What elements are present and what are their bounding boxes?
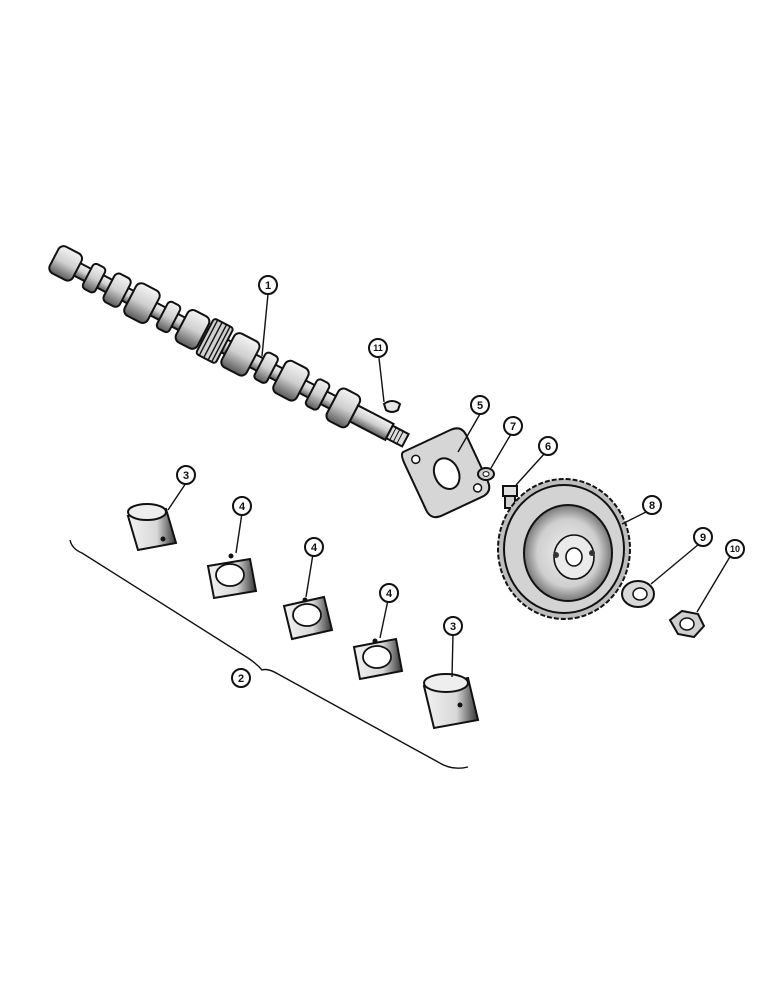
svg-text:2: 2: [238, 673, 244, 685]
lock-washer: [477, 467, 495, 481]
washer: [621, 580, 655, 608]
svg-text:11: 11: [373, 343, 383, 353]
intermediate-bearing-3: [352, 637, 404, 681]
svg-text:10: 10: [730, 544, 740, 554]
rear-bearing: [422, 673, 480, 730]
callout-2: 2: [231, 668, 251, 688]
woodruff-key: [382, 400, 402, 413]
callout-7: 7: [503, 416, 523, 436]
thrust-plate: [400, 427, 491, 519]
svg-text:3: 3: [450, 621, 456, 633]
svg-text:8: 8: [649, 500, 655, 512]
callout-4-a: 4: [232, 496, 252, 516]
intermediate-bearing-2: [282, 595, 334, 641]
svg-text:1: 1: [265, 280, 271, 292]
svg-text:4: 4: [239, 501, 246, 513]
svg-text:7: 7: [510, 421, 516, 433]
svg-text:6: 6: [545, 441, 551, 453]
camshaft: [48, 245, 410, 448]
callout-5: 5: [470, 395, 490, 415]
callout-3-front: 3: [176, 465, 196, 485]
callout-10: 10: [725, 539, 745, 559]
camshaft-gear: [497, 478, 631, 620]
callout-6: 6: [538, 436, 558, 456]
svg-text:9: 9: [700, 532, 706, 544]
callout-3-rear: 3: [443, 616, 463, 636]
svg-text:3: 3: [183, 470, 189, 482]
intermediate-bearing-1: [206, 553, 258, 600]
front-bearing: [126, 503, 178, 552]
callout-4-b: 4: [304, 537, 324, 557]
svg-text:4: 4: [311, 542, 318, 554]
svg-text:5: 5: [477, 400, 483, 412]
callout-8: 8: [642, 495, 662, 515]
camshaft-journals: [48, 245, 362, 429]
callout-9: 9: [693, 527, 713, 547]
camshaft-drive-gear: [195, 318, 234, 364]
callout-11: 11: [368, 338, 388, 358]
callout-1: 1: [258, 275, 278, 295]
bearing-set-bracket: [69, 539, 469, 769]
leader-lines: [167, 293, 732, 678]
nut: [668, 609, 706, 639]
svg-text:4: 4: [386, 588, 393, 600]
callout-4-c: 4: [379, 583, 399, 603]
